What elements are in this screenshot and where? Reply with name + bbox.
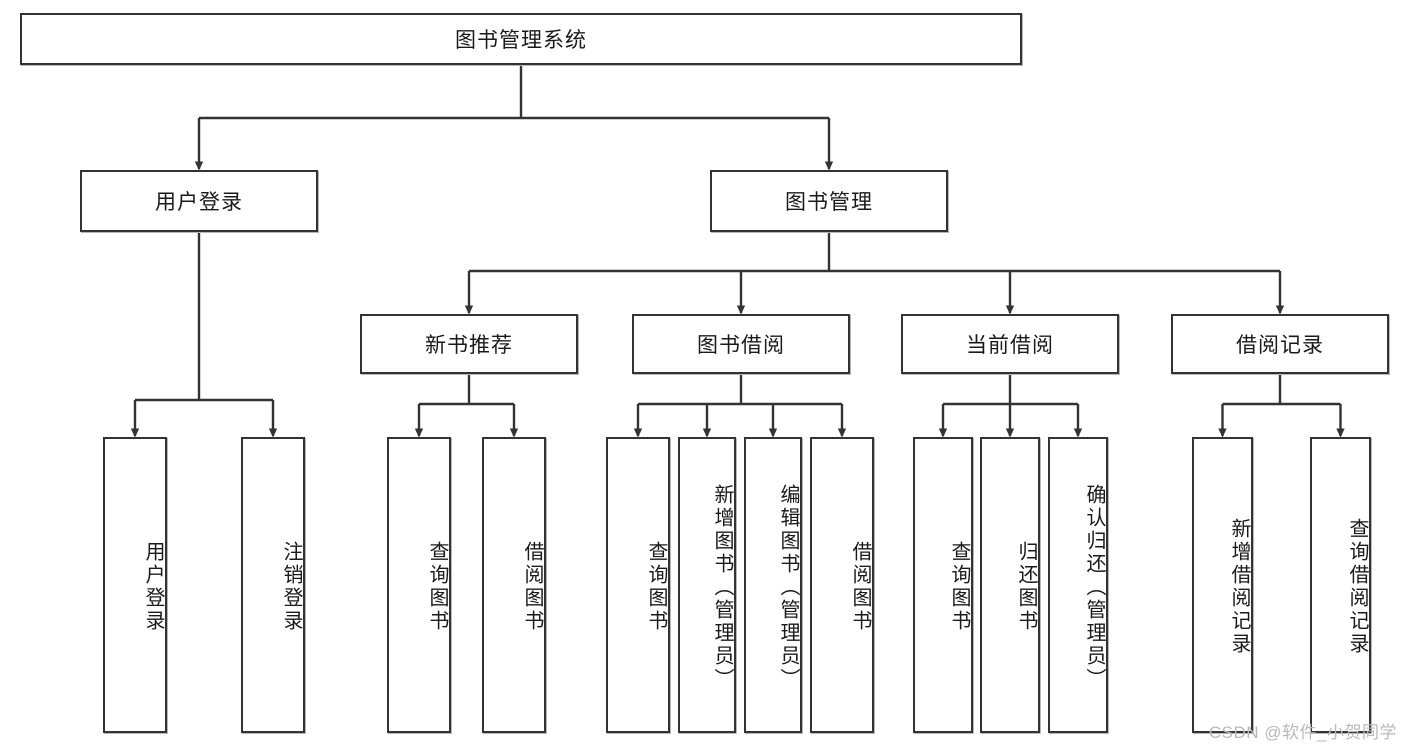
node-borrow-record[interactable]: 借阅记录	[1171, 314, 1389, 374]
node-leaf-add-book-label: 新增图书（管理员）	[711, 483, 733, 691]
node-leaf-query-record-label: 查询借阅记录	[1346, 518, 1368, 656]
node-leaf-confirm-return-label: 确认归还（管理员）	[1083, 483, 1105, 691]
node-user-login-label: 用户登录	[155, 191, 243, 214]
node-book-manage-label: 图书管理	[785, 191, 873, 214]
node-leaf-query-book-2[interactable]: 查询图书	[606, 437, 670, 733]
node-leaf-query-record[interactable]: 查询借阅记录	[1310, 437, 1371, 733]
node-leaf-borrow-book-1-label: 借阅图书	[521, 541, 543, 633]
node-book-borrow[interactable]: 图书借阅	[632, 314, 850, 374]
node-leaf-add-record[interactable]: 新增借阅记录	[1192, 437, 1253, 733]
node-leaf-user-login-label: 用户登录	[142, 541, 164, 633]
node-leaf-query-book-1-label: 查询图书	[426, 541, 448, 633]
node-leaf-return-book[interactable]: 归还图书	[980, 437, 1040, 733]
node-root-label: 图书管理系统	[455, 29, 587, 52]
node-leaf-return-book-label: 归还图书	[1015, 541, 1037, 633]
node-leaf-edit-book[interactable]: 编辑图书（管理员）	[744, 437, 802, 733]
node-leaf-borrow-book-1[interactable]: 借阅图书	[482, 437, 546, 733]
node-leaf-query-book-2-label: 查询图书	[645, 541, 667, 633]
node-leaf-borrow-book-2-label: 借阅图书	[849, 541, 871, 633]
node-root[interactable]: 图书管理系统	[20, 13, 1022, 65]
node-leaf-user-login[interactable]: 用户登录	[103, 437, 167, 733]
node-leaf-add-record-label: 新增借阅记录	[1228, 518, 1250, 656]
node-current-borrow[interactable]: 当前借阅	[901, 314, 1119, 374]
node-leaf-query-book-1[interactable]: 查询图书	[387, 437, 451, 733]
node-leaf-add-book[interactable]: 新增图书（管理员）	[678, 437, 736, 733]
csdn-watermark: CSDN @软件_小贺同学	[1208, 723, 1397, 742]
node-book-manage[interactable]: 图书管理	[710, 170, 948, 232]
node-leaf-query-book-3[interactable]: 查询图书	[913, 437, 973, 733]
node-current-borrow-label: 当前借阅	[966, 334, 1054, 357]
node-leaf-borrow-book-2[interactable]: 借阅图书	[810, 437, 874, 733]
node-book-borrow-label: 图书借阅	[697, 334, 785, 357]
node-user-login[interactable]: 用户登录	[80, 170, 318, 232]
node-leaf-query-book-3-label: 查询图书	[948, 541, 970, 633]
node-new-book-recommend-label: 新书推荐	[425, 334, 513, 357]
node-leaf-edit-book-label: 编辑图书（管理员）	[777, 483, 799, 691]
node-leaf-confirm-return[interactable]: 确认归还（管理员）	[1048, 437, 1108, 733]
node-leaf-logout[interactable]: 注销登录	[241, 437, 305, 733]
node-borrow-record-label: 借阅记录	[1236, 334, 1324, 357]
node-leaf-logout-label: 注销登录	[280, 541, 302, 633]
node-new-book-recommend[interactable]: 新书推荐	[360, 314, 578, 374]
